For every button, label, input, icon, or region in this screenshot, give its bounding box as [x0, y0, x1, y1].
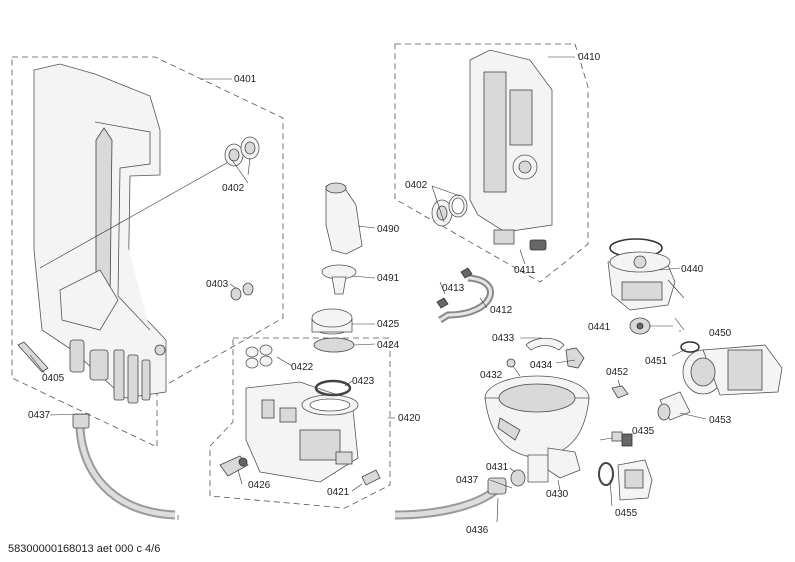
bracket-0452: [611, 385, 629, 399]
seals-0422: [245, 344, 273, 369]
label-0430: 0430: [546, 489, 569, 500]
label-0432: 0432: [480, 370, 503, 381]
label-0435: 0435: [632, 426, 655, 437]
label-0426: 0426: [248, 480, 271, 491]
label-0420: 0420: [398, 413, 421, 424]
ring-0455a: [598, 462, 614, 486]
label-0424: 0424: [377, 340, 400, 351]
sensor-0435: [611, 431, 633, 447]
clip-0405: [17, 341, 49, 373]
latch-0434: [565, 347, 585, 369]
label-0422: 0422: [291, 362, 314, 373]
clip-0421: [361, 469, 381, 486]
label-0411: 0411: [514, 265, 536, 276]
heat-pump-0450: [682, 344, 783, 396]
label-0437-left: 0437: [28, 410, 51, 421]
part-labels: 0401 0402 0403 0405 0437 0410 0402 0411 …: [28, 52, 732, 536]
label-0440: 0440: [681, 264, 704, 275]
funnel-0491: [321, 264, 357, 295]
group-frame-left: [11, 56, 284, 448]
label-0437-right: 0437: [456, 475, 479, 486]
label-0423: 0423: [352, 376, 375, 387]
seal-0424: [313, 337, 355, 353]
label-0401: 0401: [234, 74, 257, 85]
seal-0423: [314, 379, 352, 397]
label-0441: 0441: [588, 322, 611, 333]
label-0450: 0450: [709, 328, 732, 339]
group-frame-top-right: [394, 43, 589, 283]
heater-block-0455: [617, 459, 653, 501]
label-0402-right: 0402: [405, 180, 428, 191]
document-footer: 58300000168013 aet 000 c 4/6: [8, 543, 160, 555]
hose-0412: [438, 274, 494, 323]
label-0433: 0433: [492, 333, 515, 344]
label-0425: 0425: [377, 319, 400, 330]
label-0402-left: 0402: [222, 183, 245, 194]
label-0491: 0491: [377, 273, 400, 284]
label-0403: 0403: [206, 279, 229, 290]
label-0413: 0413: [442, 283, 465, 294]
label-0490: 0490: [377, 224, 400, 235]
seal-0451: [680, 341, 700, 353]
cover-0433: [525, 337, 565, 351]
label-0421: 0421: [327, 487, 350, 498]
seal-pair-right: [431, 194, 468, 227]
label-0453: 0453: [709, 415, 732, 426]
side-panel-assembly: [33, 63, 167, 404]
label-0405: 0405: [42, 373, 65, 384]
ring-0431: [510, 469, 526, 487]
softener-assembly-0420: [245, 381, 359, 483]
drain-hose: [72, 413, 507, 520]
cap-0425: [311, 308, 353, 335]
group-frame-middle: [209, 337, 391, 509]
sensor-0426: [219, 455, 249, 477]
leader-lines: [29, 56, 707, 523]
label-0434: 0434: [530, 360, 553, 371]
circulation-pump-0440: [607, 238, 676, 311]
impeller-0441: [629, 317, 651, 335]
screw-0403: [230, 282, 254, 301]
screw-0432: [506, 358, 521, 377]
clamp-0413: [436, 267, 473, 309]
water-tank-0410: [469, 49, 553, 251]
label-0431: 0431: [486, 462, 509, 473]
dispenser-funnel-0490: [325, 182, 363, 255]
label-0410: 0410: [578, 52, 601, 63]
label-0436: 0436: [466, 525, 489, 536]
seal-pair-left: [224, 136, 260, 167]
label-0455: 0455: [615, 508, 638, 519]
hose-0453: [657, 391, 691, 421]
label-0412: 0412: [490, 305, 513, 316]
sump-0430: [484, 375, 590, 483]
label-0451: 0451: [645, 356, 668, 367]
label-0452: 0452: [606, 367, 629, 378]
